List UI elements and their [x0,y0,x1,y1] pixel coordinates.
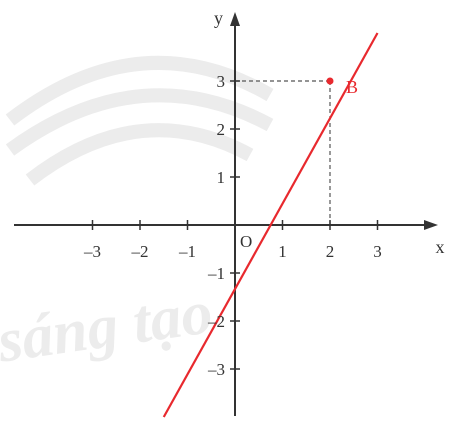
y-tick-label: 2 [217,120,226,139]
x-tick-label: –2 [131,242,149,261]
x-tick-label: –1 [178,242,196,261]
y-tick-label: 1 [217,168,226,187]
x-axis-arrow-icon [424,220,438,230]
x-tick-label: –3 [83,242,101,261]
series-line-0 [162,32,379,418]
y-tick-label: –1 [207,264,225,283]
y-tick-label: –3 [207,360,225,379]
watermark-book-shape [5,55,274,186]
point-marker [326,77,334,85]
x-tick-label: 1 [278,242,287,261]
y-axis-arrow-icon [230,12,240,26]
y-tick-label: 3 [217,72,226,91]
x-tick-label: 3 [373,242,382,261]
watermark-text: sáng tạo [0,278,216,375]
x-tick-label: 2 [326,242,335,261]
y-tick-label: –2 [207,312,225,331]
point-label: B [346,77,358,97]
y-axis-label: y [214,8,223,28]
origin-label: O [240,232,252,251]
x-axis-label: x [436,237,445,257]
